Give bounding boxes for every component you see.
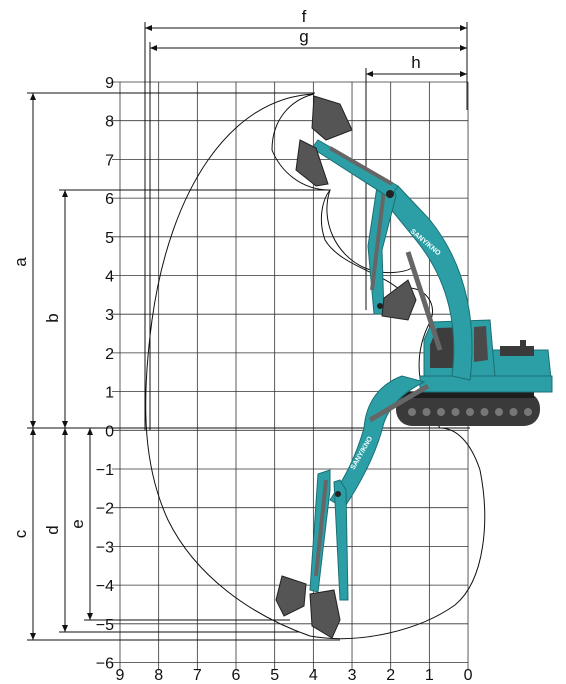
bucket-low (381, 279, 417, 321)
x-tick-label: 8 (154, 667, 163, 684)
track-roller (437, 408, 445, 416)
y-tick-label: 4 (105, 269, 114, 286)
y-tick-label: −6 (96, 656, 114, 673)
y-tick-label: 5 (105, 230, 114, 247)
x-tick-label: 3 (348, 667, 357, 684)
bucket-dig-1 (275, 575, 307, 617)
y-tick-label: −3 (96, 539, 114, 556)
y-tick-label: 0 (105, 423, 114, 440)
track-roller (466, 408, 474, 416)
dimension-lines (27, 22, 470, 641)
x-tick-label: 9 (116, 667, 125, 684)
track-roller (509, 408, 518, 416)
y-tick-label: −1 (96, 462, 114, 479)
y-tick-label: 8 (105, 114, 114, 131)
boom-cylinder-lower (368, 383, 430, 423)
y-axis-tick-labels: 9 8 7 6 5 4 3 2 1 0 −1 −2 −3 −4 −5 −6 (96, 75, 114, 673)
x-tick-label: 2 (386, 667, 395, 684)
pin-arm-bucket (377, 303, 383, 309)
inner-arc (326, 189, 413, 274)
dim-label-d: d (43, 525, 62, 534)
track-roller (451, 408, 460, 416)
reach-envelope (145, 93, 486, 640)
cab-base (419, 375, 553, 393)
dim-label-b: b (43, 313, 62, 322)
track-roller (422, 408, 431, 416)
pin-lower (335, 491, 341, 497)
dimension-arrows (30, 25, 467, 640)
arm-reach-cylinder (328, 146, 394, 186)
y-tick-label: 1 (105, 385, 114, 402)
x-tick-label: 6 (232, 667, 241, 684)
arm-reach (311, 139, 399, 199)
track-rollers (408, 408, 532, 416)
arm-lower-cylinder (314, 479, 328, 577)
bucket-mid (295, 139, 329, 187)
bucket-dig-2 (309, 589, 341, 639)
excavator: SANY/KNO (295, 95, 553, 426)
x-tick-label: 4 (309, 667, 318, 684)
dim-label-g: g (299, 27, 308, 46)
y-tick-label: −2 (96, 501, 114, 518)
dim-label-a: a (11, 257, 30, 267)
arm-cylinder-upper (370, 189, 386, 291)
x-tick-label: 1 (425, 667, 434, 684)
x-tick-label: 7 (193, 667, 202, 684)
y-tick-label: 9 (105, 75, 114, 92)
track-roller (495, 408, 503, 416)
boom-cylinder (405, 251, 443, 351)
cab-side-window (474, 326, 488, 362)
pin-boom-arm (386, 190, 394, 198)
y-tick-label: 6 (105, 191, 114, 208)
y-tick-label: 3 (105, 307, 114, 324)
y-tick-label: −5 (96, 617, 114, 634)
bucket-top (311, 95, 353, 141)
dim-label-c: c (11, 529, 30, 538)
dim-label-e: e (68, 519, 87, 528)
track-roller (480, 408, 489, 416)
x-axis-tick-labels: 9 8 7 6 5 4 3 2 1 0 (116, 667, 473, 684)
y-tick-label: 7 (105, 152, 114, 169)
excavator-dig-arm: SANY/KNO (275, 375, 430, 639)
exhaust (520, 340, 526, 348)
dim-label-h: h (411, 53, 420, 72)
arm-lower-2 (333, 479, 349, 601)
y-tick-label: −4 (96, 578, 114, 595)
y-tick-label: 2 (105, 346, 114, 363)
dim-label-f: f (302, 7, 307, 26)
x-tick-label: 0 (464, 667, 473, 684)
track-top (402, 392, 534, 398)
engine-hood-detail (500, 346, 534, 356)
x-tick-label: 5 (270, 667, 279, 684)
track-roller (408, 408, 416, 416)
track-roller (524, 408, 532, 416)
